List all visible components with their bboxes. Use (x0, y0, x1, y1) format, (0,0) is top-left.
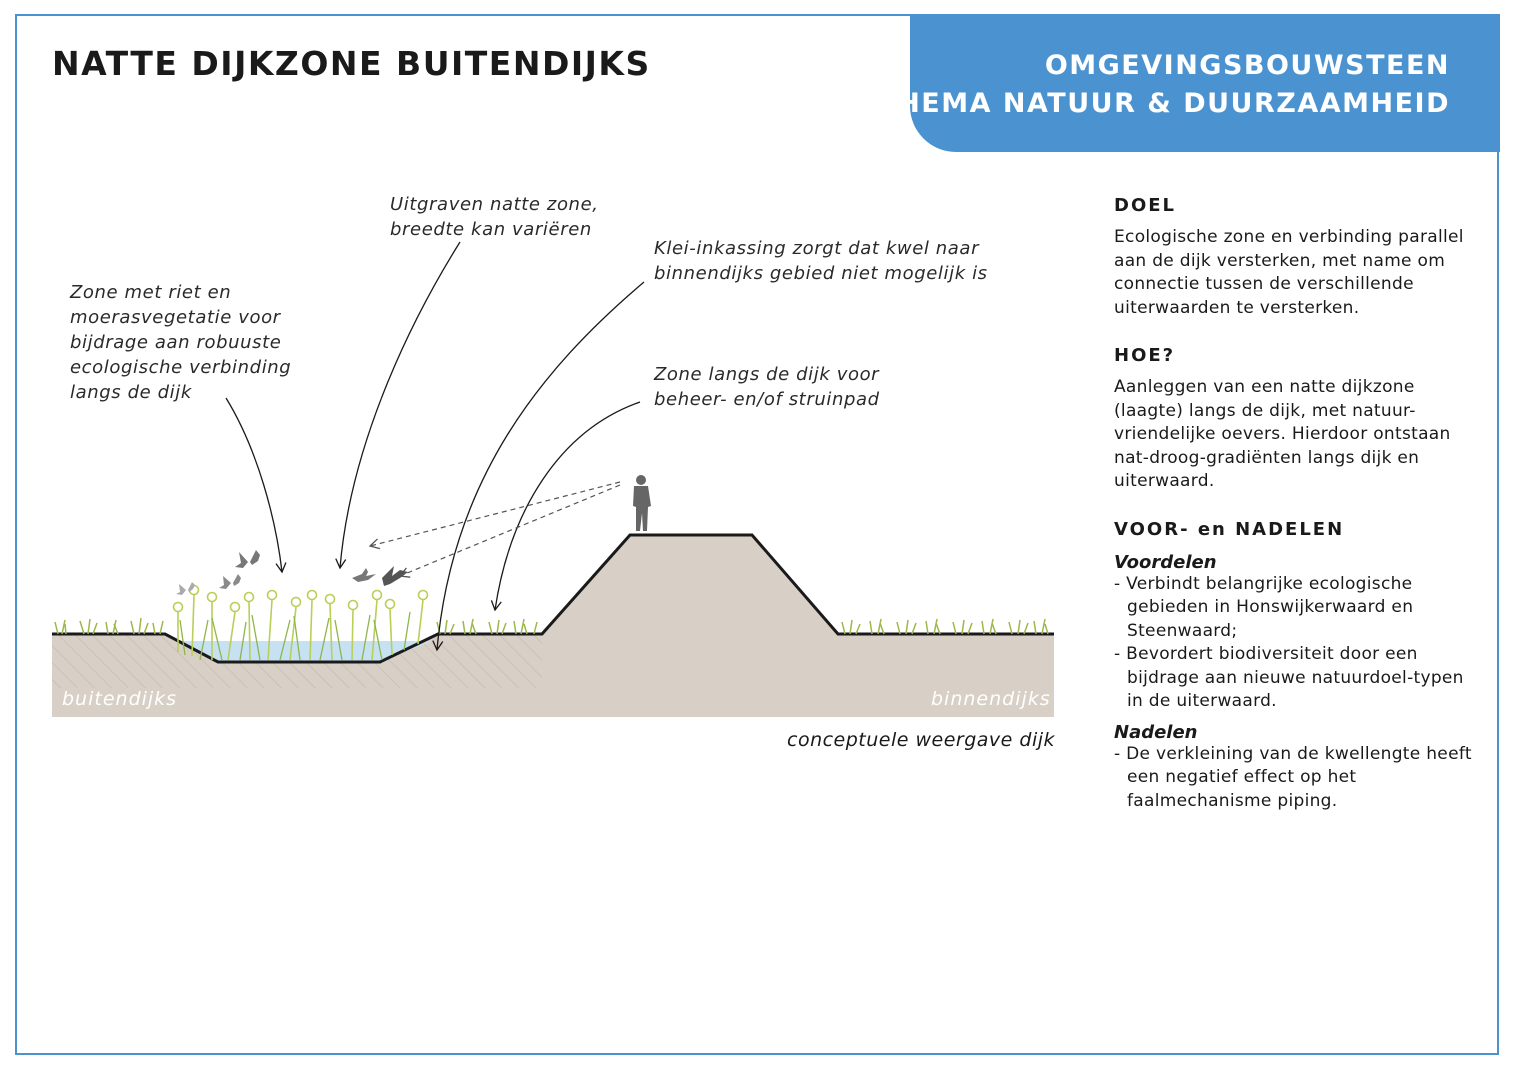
page-title: NATTE DIJKZONE BUITENDIJKS (52, 44, 651, 83)
person-silhouette (633, 475, 651, 531)
label-buitendijks: buitendijks (62, 688, 178, 710)
pros-cons-heading: VOOR- en NADELEN (1114, 518, 1345, 540)
diagram-caption: conceptuele weergave dijk (787, 729, 1056, 751)
arrow-uitgraven (335, 241, 461, 570)
clay-hatch (52, 634, 542, 688)
theme-banner: OMGEVINGSBOUWSTEEN THEMA NATUUR & DUURZA… (877, 14, 1500, 152)
arrow-view-dashed-2 (398, 484, 621, 578)
bird-icon (382, 566, 408, 586)
soil-body (52, 535, 1054, 717)
note-excavation: Uitgraven natte zone, breedte kan variër… (390, 194, 599, 240)
note-clay-lining: Klei-inkassing zorgt dat kwel naar binne… (654, 238, 988, 284)
page-frame (15, 14, 1499, 1055)
doel-text: Ecologische zone en verbinding parallel … (1114, 227, 1464, 318)
list-item: Bevordert biodiversiteit door een bijdra… (1114, 643, 1474, 714)
bird-icon (352, 568, 376, 582)
hoe-heading: HOE? (1114, 345, 1176, 366)
grass-right (841, 618, 1049, 635)
theme-line-building-block: OMGEVINGSBOUWSTEEN (1044, 50, 1450, 81)
info-panel: DOEL Ecologische zone en verbinding para… (1114, 195, 1474, 813)
pros-heading: Voordelen (1114, 551, 1217, 573)
note-reed-zone: Zone met riet en moerasvegetatie voor bi… (70, 282, 292, 403)
cons-heading: Nadelen (1114, 721, 1198, 743)
arrow-klei (432, 281, 645, 652)
arrow-zone-riet (225, 397, 287, 574)
label-binnendijks: binnendijks (931, 688, 1051, 710)
cons-list: De verkleining van de kwellengte heeft e… (1114, 743, 1474, 814)
pros-list: Verbindt belangrijke ecologische gebiede… (1114, 573, 1474, 714)
list-item: Verbindt belangrijke ecologische gebiede… (1114, 573, 1474, 644)
hoe-text: Aanleggen van een natte dijkzone (laagte… (1114, 377, 1451, 491)
grass-left (54, 617, 538, 635)
theme-line-theme: THEMA NATUUR & DUURZAAMHEID (877, 88, 1450, 119)
list-item: De verkleining van de kwellengte heeft e… (1114, 743, 1474, 814)
arrow-view-dashed-1 (368, 481, 621, 550)
note-management-zone: Zone langs de dijk voor beheer- en/of st… (654, 364, 880, 410)
butterfly-icon (219, 574, 241, 589)
arrow-zone-langs (490, 401, 641, 612)
water-zone (175, 641, 432, 662)
dike-cross-section-diagram (52, 241, 1054, 717)
butterfly-icon (235, 550, 260, 568)
butterfly-icon (176, 582, 195, 595)
doel-heading: DOEL (1114, 195, 1177, 216)
